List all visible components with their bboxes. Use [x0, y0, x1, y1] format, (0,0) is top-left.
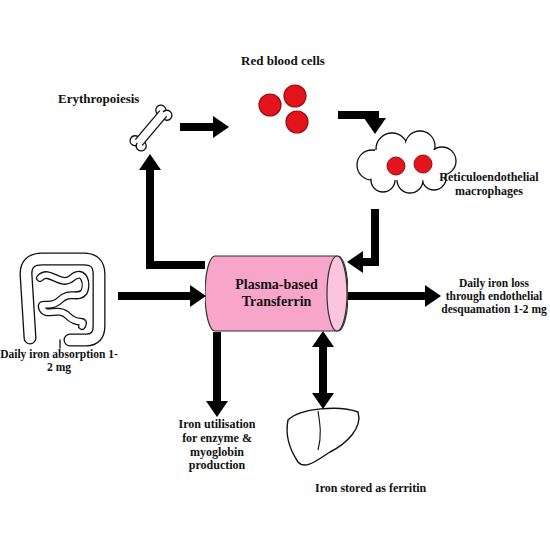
- node-label: Iron utilisation for enzyme & myoglobin …: [173, 418, 261, 473]
- node-label: Plasma-based Transferrin: [219, 277, 334, 309]
- node-label: Erythropoiesis: [58, 92, 168, 107]
- node-label: Iron stored as ferritin: [315, 482, 445, 496]
- utilisation-node: Iron utilisation for enzyme & myoglobin …: [170, 416, 264, 482]
- cylinder-end: [327, 256, 347, 331]
- red-cell: [387, 157, 405, 175]
- red-blood-cells-node: Red blood cells: [228, 52, 338, 135]
- liver-icon: [287, 408, 359, 465]
- node-label: Daily iron absorption 1-2 mg: [0, 348, 118, 374]
- flow-arrow: [338, 115, 375, 118]
- node-label: Daily iron loss through endothelial desq…: [440, 277, 548, 317]
- flow-arrow: [348, 292, 425, 300]
- intestine-icon: [26, 259, 99, 348]
- intestine-outlet: [59, 340, 60, 348]
- flow-arrow: [118, 292, 190, 300]
- large-intestine: [26, 259, 99, 340]
- bone-shaft: [135, 110, 168, 146]
- transferrin-cylinder: Plasma-based Transferrin: [205, 255, 348, 332]
- macrophage-node: Reticuloendothelial macrophages: [352, 133, 548, 209]
- erythropoiesis-node: Erythropoiesis: [58, 90, 180, 155]
- red-cell: [414, 155, 432, 173]
- flow-arrow: [363, 209, 375, 262]
- red-cell: [259, 94, 281, 116]
- flow-arrow: [150, 170, 205, 265]
- cylinder-body: [205, 256, 348, 331]
- bone-edge: [142, 116, 166, 145]
- flow-arrow: [180, 123, 213, 131]
- liver-outline: [287, 408, 359, 465]
- absorption-node: Daily iron absorption 1-2 mg: [0, 252, 118, 382]
- node-label: Red blood cells: [228, 54, 338, 69]
- liver-lobe-line: [318, 411, 320, 450]
- flow-arrow: [213, 332, 221, 401]
- red-cell: [284, 85, 306, 107]
- red-blood-cells-icon: [259, 85, 308, 133]
- flow-arrow: [319, 347, 327, 393]
- ferritin-node: Iron stored as ferritin: [283, 408, 445, 502]
- iron-loss-node: Daily iron loss through endothelial desq…: [440, 273, 548, 345]
- bone-edge: [135, 111, 159, 140]
- small-intestine: [40, 275, 86, 326]
- bone-icon: [128, 103, 174, 153]
- node-label: Reticuloendothelial macrophages: [430, 171, 548, 199]
- red-cell: [286, 111, 308, 133]
